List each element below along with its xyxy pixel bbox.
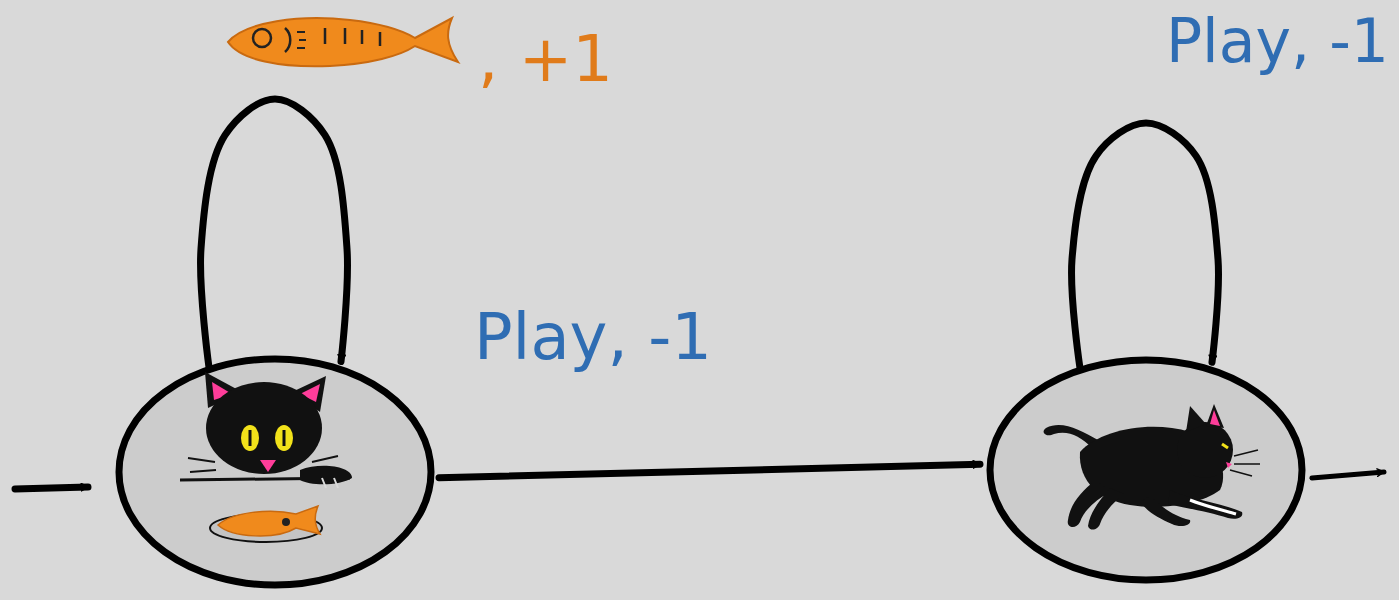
transition-label: , +1 (474, 22, 617, 96)
transition-arrow (439, 464, 980, 477)
transition-label: Play, -1 (1162, 6, 1393, 76)
fish-icon (228, 18, 458, 66)
cat-running-illustration (1044, 404, 1260, 530)
exit-arrow (1312, 472, 1384, 478)
state-ellipse (986, 356, 1306, 584)
state-outline (990, 360, 1302, 580)
state-node (986, 356, 1306, 584)
transition-arrow (201, 99, 348, 368)
state-outline (119, 359, 431, 585)
transition-arrow (1072, 123, 1219, 368)
transition-label-box: Play, -1 (1162, 6, 1393, 76)
transition-label-box: Play, -1 (470, 300, 716, 374)
transition-label-box: , +1 (474, 22, 617, 96)
start-arrow (15, 487, 88, 489)
state-ellipse (115, 355, 435, 589)
transition-label: Play, -1 (470, 300, 716, 374)
state-node (115, 355, 435, 589)
cat-eating-illustration (180, 372, 352, 542)
